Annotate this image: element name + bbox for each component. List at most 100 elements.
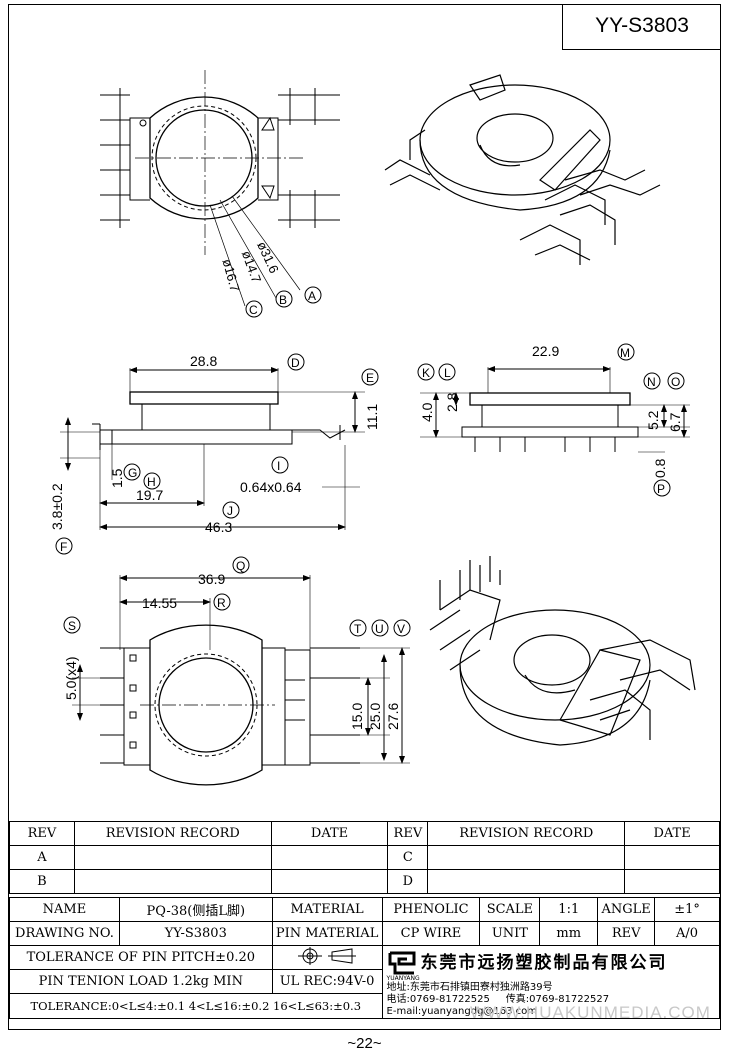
top-view: ø31.6 ø14.7 ø16.7 A B C <box>100 70 340 318</box>
label-m: M <box>620 346 630 360</box>
dim-5-0x4: 5.0(x4) <box>63 656 79 700</box>
rev-header-2: REV <box>387 821 429 846</box>
date-header-2: DATE <box>624 821 720 846</box>
dim-1-5: 1.5 <box>109 468 125 488</box>
pin-material-label: PIN MATERIAL <box>271 921 383 946</box>
dim-28-8: 28.8 <box>190 353 217 369</box>
dim-22-9: 22.9 <box>532 343 559 359</box>
title-block-table: NAME PQ-38(侧插L脚) MATERIAL PHENOLIC SCALE… <box>9 897 721 1019</box>
company-address: 地址:东莞市石排镇田寮村独洲路39号 <box>386 981 553 993</box>
rev-cell: D <box>387 869 429 894</box>
label-c: C <box>249 303 258 317</box>
bottom-view: 36.9 Q 14.55 R 5.0(x4) S 15.0 25.0 <box>63 556 411 786</box>
watermark: WWW.HUAKUNMEDIA.COM <box>470 1003 711 1022</box>
date-header: DATE <box>270 821 389 846</box>
dim-5-2: 5.2 <box>645 410 661 430</box>
dim-14-55: 14.55 <box>142 595 177 611</box>
rev-cell: C <box>387 845 429 870</box>
material-value: PHENOLIC <box>381 897 481 922</box>
company-name: 东莞市远扬塑胶制品有限公司 <box>420 953 668 973</box>
third-angle-projection-icon <box>298 946 357 965</box>
date-cell <box>270 869 389 894</box>
side-view: 22.9 M K L 4.0 2.8 N O 5.2 6.7 0.8 P <box>417 343 690 497</box>
projection-symbol <box>271 944 383 971</box>
label-n: N <box>647 375 656 389</box>
dim-2-8: 2.8 <box>444 392 460 412</box>
revision-table: REV REVISION RECORD DATE REV REVISION RE… <box>9 821 720 894</box>
label-j: J <box>227 504 233 518</box>
label-u: U <box>375 622 384 636</box>
drawing-no-label: DRAWING NO. <box>9 921 120 946</box>
company-block: 东莞市远扬塑胶制品有限公司 YUANYANG 地址:东莞市石排镇田寮村独洲路39… <box>381 945 721 1019</box>
label-d: D <box>291 356 300 370</box>
dim-25-0: 25.0 <box>367 703 383 730</box>
part-number-box: YY-S3803 <box>562 4 721 50</box>
label-k: K <box>422 366 430 380</box>
rev-cell: B <box>9 869 75 894</box>
table-row: A C <box>9 845 720 870</box>
pin-tension: PIN TENION LOAD 1.2kg MIN <box>9 969 273 995</box>
record-cell <box>73 845 272 870</box>
record-cell <box>427 845 626 870</box>
rev-label: REV <box>597 921 656 946</box>
label-h: H <box>147 475 156 489</box>
logo-icon <box>388 951 416 974</box>
record-cell <box>427 869 626 894</box>
company-fax: 传真:0769-81722527 <box>505 993 610 1005</box>
date-cell <box>270 845 389 870</box>
record-cell <box>73 869 272 894</box>
dim-19-7: 19.7 <box>136 487 163 503</box>
label-t: T <box>354 622 362 636</box>
rev-header: REV <box>9 821 75 846</box>
rev-cell: A <box>9 845 75 870</box>
dim-27-6: 27.6 <box>385 703 401 730</box>
dim-36-9: 36.9 <box>198 571 225 587</box>
tolerance: TOLERANCE:0<L≤4:±0.1 4<L≤16:±0.2 16<L≤63… <box>9 993 383 1019</box>
label-v: V <box>397 622 405 636</box>
unit-label: UNIT <box>479 921 541 946</box>
dim-0-8: 0.8 <box>652 458 668 478</box>
logo-text: YUANYANG <box>386 974 420 982</box>
scale-label: SCALE <box>479 897 541 922</box>
dim-3-8: 3.8±0.2 <box>49 483 65 530</box>
revision-record-header-2: REVISION RECORD <box>427 821 626 846</box>
dim-6-7: 6.7 <box>667 412 683 432</box>
technical-drawing: ø31.6 ø14.7 ø16.7 A B C 28.8 D 11 <box>49 70 696 786</box>
drawing-no-value: YY-S3803 <box>118 921 273 946</box>
dim-11-1: 11.1 <box>364 404 380 430</box>
company-email: E-mail:yuanyangdg@163.com <box>386 1005 538 1017</box>
label-s: S <box>68 619 76 633</box>
dim-0-64: 0.64x0.64 <box>240 479 302 495</box>
ul-rec: UL REC:94V-0 <box>271 969 383 995</box>
pin-material-value: CP WIRE <box>381 921 481 946</box>
dim-46-3: 46.3 <box>205 519 232 535</box>
label-f: F <box>60 540 67 554</box>
drawing-frame <box>8 4 721 1030</box>
name-label: NAME <box>9 897 120 922</box>
dim-4-0: 4.0 <box>419 402 435 422</box>
label-i: I <box>277 459 280 473</box>
label-r: R <box>217 596 226 610</box>
label-l: L <box>444 366 451 380</box>
front-view: 28.8 D 11.1 E 3.8±0.2 F 1.5 G H 19.7 J 4… <box>49 353 380 555</box>
scale-value: 1:1 <box>539 897 599 922</box>
label-q: Q <box>236 559 245 573</box>
page-number: ~22~ <box>347 1035 382 1052</box>
label-e: E <box>366 371 374 385</box>
table-row: B D <box>9 869 720 894</box>
rev-value: A/0 <box>654 921 720 946</box>
angle-value: ±1° <box>654 897 720 922</box>
company-phone: 电话:0769-81722525 <box>386 993 490 1005</box>
label-g: G <box>128 466 137 480</box>
label-b: B <box>279 293 287 307</box>
date-cell <box>624 869 720 894</box>
revision-record-header: REVISION RECORD <box>73 821 272 846</box>
unit-value: mm <box>539 921 599 946</box>
dim-diameter-c: ø16.7 <box>220 257 243 293</box>
date-cell <box>624 845 720 870</box>
material-label: MATERIAL <box>271 897 383 922</box>
name-value: PQ-38(侧插L脚) <box>118 897 273 922</box>
isometric-view-top <box>384 74 661 265</box>
tolerance-pin-pitch: TOLERANCE OF PIN PITCH±0.20 <box>9 944 273 971</box>
label-p: P <box>657 482 665 496</box>
